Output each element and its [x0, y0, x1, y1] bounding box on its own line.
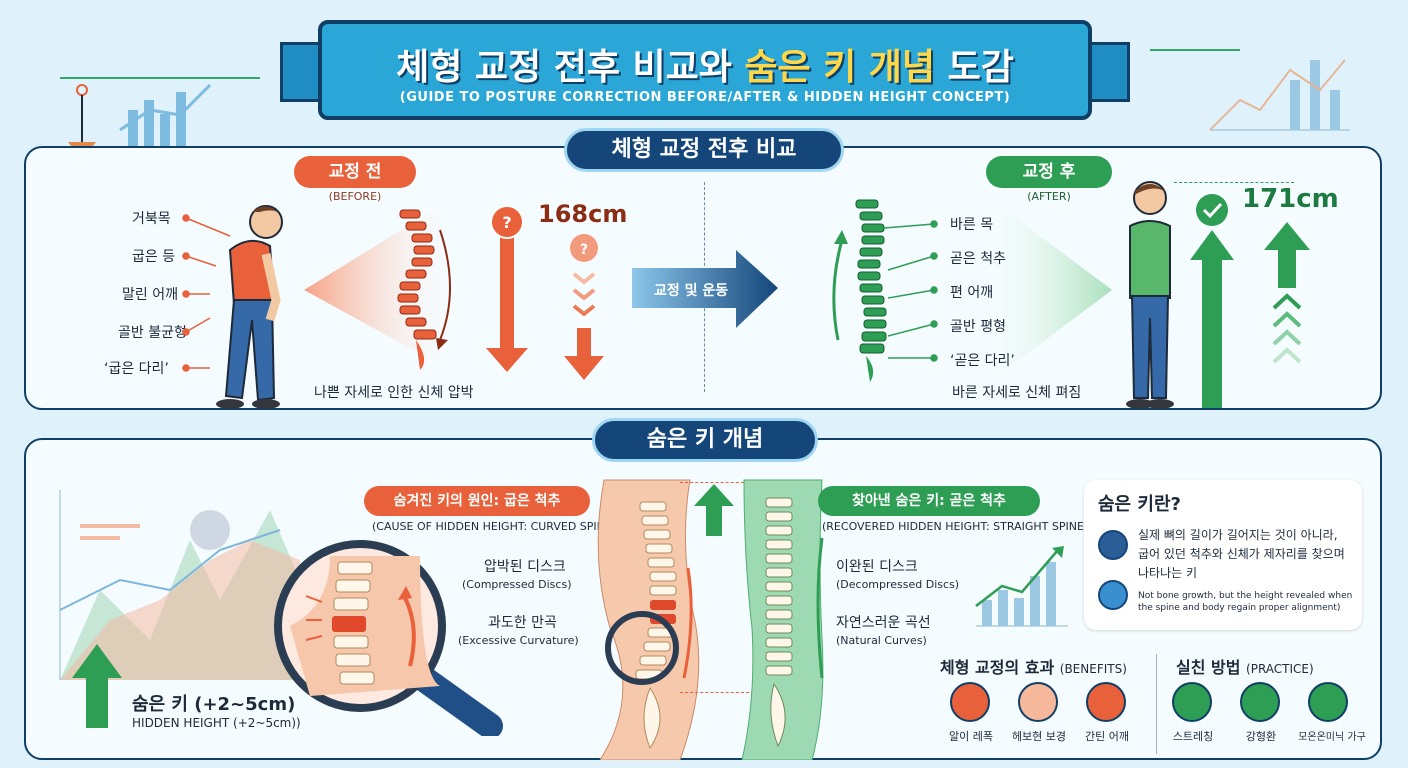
after-spine-illustration: [832, 199, 1112, 382]
after-item-4: 골반 평형: [950, 319, 1006, 335]
practice-item-3: 모온온미닉 가구: [1298, 732, 1366, 743]
foot-icon: [950, 682, 990, 722]
after-item-2: 곧은 척추: [950, 251, 1006, 267]
guide-line-bottom: [680, 692, 820, 693]
decompressed-label: 이완된 디스크: [836, 559, 918, 575]
before-items: 거북목 굽은 등 말린 어깨 골반 불균형 ‘굽은 다리’: [86, 200, 216, 380]
transition-arrow: [632, 250, 778, 328]
before-item-1: 거북목: [132, 211, 171, 227]
after-item-1: 바른 목: [950, 217, 994, 233]
svg-text:?: ?: [580, 242, 588, 258]
center-up-arrow: [694, 484, 734, 536]
practice-item-1: 스트레칭: [1172, 730, 1214, 743]
before-spine-illustration: [304, 200, 451, 370]
straight-spine-body: [741, 479, 824, 760]
before-item-4: 골반 불균형: [118, 325, 187, 341]
magnifier-illustration: [274, 540, 503, 736]
benefit-item-3: 간틴 어깨: [1085, 730, 1129, 743]
after-label: 교정 후: [986, 156, 1112, 188]
after-height-line: [1174, 182, 1294, 183]
benefits-title: 체형 교정의 효과 (BENEFITS): [940, 658, 1127, 677]
benefit-item-2: 헤보현 보경: [1011, 730, 1067, 743]
before-height-arrows: ? ?: [486, 205, 604, 380]
practice-item-2: 강형환: [1245, 730, 1277, 743]
before-label-en: (BEFORE): [328, 190, 382, 203]
concept-background-chart: [59, 490, 300, 680]
banner-deco-right: [1150, 40, 1350, 135]
before-item-5: ‘굽은 다리’: [104, 361, 169, 377]
before-item-2: 굽은 등: [132, 249, 176, 265]
after-height-arrows: [1190, 194, 1310, 408]
hidden-height-label: 숨은 키 (+2~5cm): [132, 694, 296, 715]
definition-text-en: Not bone growth, but the height revealed…: [1138, 591, 1353, 613]
transition-label: 교정 및 운동: [654, 283, 729, 299]
excessive-label-en: (Excessive Curvature): [458, 634, 579, 647]
hidden-height-label-en: HIDDEN HEIGHT (+2~5cm)): [132, 716, 301, 730]
title-banner: 체형 교정 전후 비교와 숨은 키 개념 도감 (GUIDE TO POSTUR…: [318, 20, 1092, 120]
benefits-practice-divider: [1156, 654, 1157, 754]
definition-text-ko: 실제 뼈의 길이가 길어지는 것이 아니라, 굽어 있던 척추와 신체가 제자리…: [1138, 528, 1345, 580]
definition-title: 숨은 키란?: [1098, 494, 1181, 515]
svg-text:?: ?: [502, 213, 511, 232]
after-label-en: (AFTER): [1027, 190, 1071, 203]
dumbbell-icon: [1240, 682, 1280, 722]
practice-title: 실친 방법 (PRACTICE): [1176, 658, 1314, 677]
chair-icon: [1308, 682, 1348, 722]
stretching-icon: [1172, 682, 1212, 722]
definition-card: [1084, 480, 1362, 630]
after-items: 바른 목 곧은 척추 편 어깨 골반 평형 ‘곧은 다리’: [940, 214, 1060, 374]
after-item-3: 편 어깨: [950, 285, 994, 301]
cause-title-en: (CAUSE OF HIDDEN HEIGHT: CURVED SPINE): [372, 520, 617, 533]
page-subtitle: (GUIDE TO POSTURE CORRECTION BEFORE/AFTE…: [399, 90, 1011, 105]
natural-label: 자연스러운 곡선: [836, 615, 931, 631]
growth-chart-icon: [975, 546, 1068, 627]
before-caption: 나쁜 자세로 인한 신체 압박: [314, 385, 474, 401]
excessive-label: 과도한 만곡: [488, 615, 557, 631]
after-item-5: ‘곧은 다리’: [950, 353, 1015, 369]
page-title: 체형 교정 전후 비교와 숨은 키 개념 도감: [396, 47, 1014, 88]
compressed-label: 압박된 디스크: [484, 559, 566, 575]
before-height-value: 168cm: [538, 200, 628, 228]
benefit-item-1: 알이 레폭: [949, 730, 993, 743]
before-pointer-lines: [182, 214, 231, 372]
cause-title: 숨겨진 키의 원인: 굽은 척추: [364, 486, 590, 516]
hidden-height-arrow: [72, 644, 122, 728]
spine-icon: [1098, 530, 1128, 560]
after-caption: 바른 자세로 신체 펴짐: [952, 385, 1082, 401]
face-icon: [1018, 682, 1058, 722]
concept-section-title: 숨은 키 개념: [592, 418, 818, 462]
diamond-icon: [1086, 682, 1126, 722]
before-item-3: 말린 어깨: [122, 287, 178, 303]
recovered-title: 찾아낸 숨은 키: 곧은 척추: [818, 486, 1040, 516]
body-icon: [1098, 580, 1128, 610]
recovered-title-en: (RECOVERED HIDDEN HEIGHT: STRAIGHT SPINE…: [822, 520, 1089, 533]
after-height-value: 171cm: [1242, 184, 1339, 214]
compressed-label-en: (Compressed Discs): [462, 578, 572, 591]
natural-label-en: (Natural Curves): [836, 634, 927, 647]
after-person-figure: [1126, 181, 1174, 409]
before-person-figure: [216, 205, 283, 409]
curved-spine-body: [597, 479, 700, 760]
before-label: 교정 전: [294, 156, 416, 188]
comparison-section-title: 체형 교정 전후 비교: [564, 128, 844, 172]
decompressed-label-en: (Decompressed Discs): [836, 578, 960, 591]
